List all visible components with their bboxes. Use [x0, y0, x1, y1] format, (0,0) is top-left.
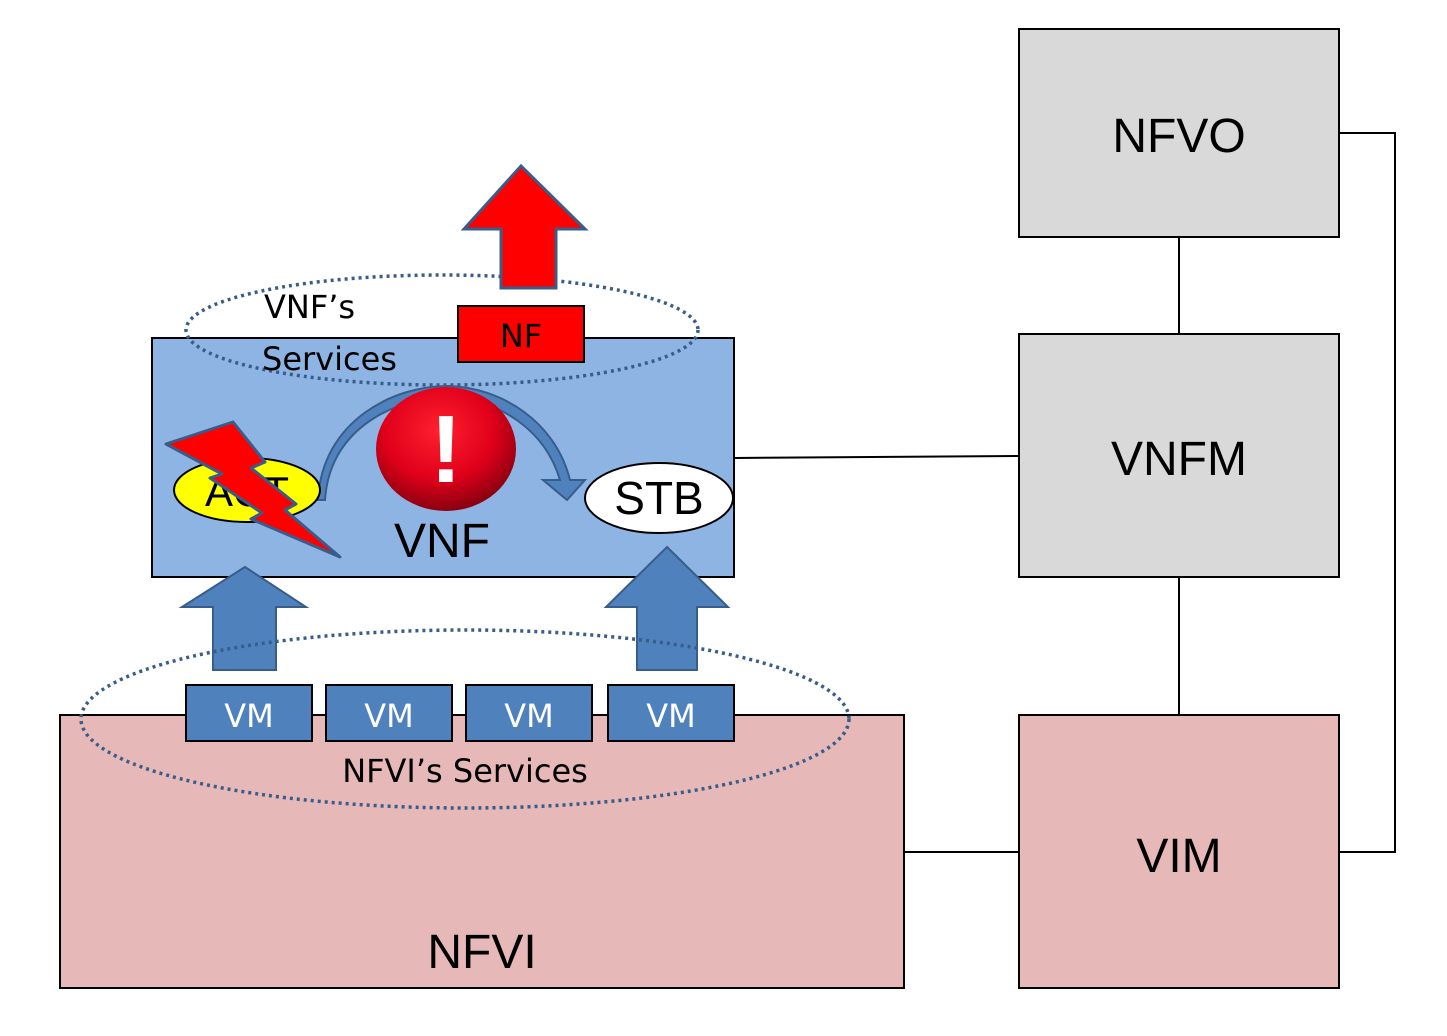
- vm-box[interactable]: [325, 684, 453, 742]
- vnf-services-label-line2: Services: [262, 340, 397, 378]
- vim-label: VIM: [1136, 830, 1221, 883]
- vm-row: VM VM VM VM: [185, 684, 735, 742]
- blue-up-arrow-right-icon: [603, 545, 731, 671]
- alert-icon: !: [376, 387, 516, 511]
- vnf-label: VNF: [394, 515, 490, 568]
- vnf-services-ellipse: [184, 273, 700, 387]
- vm-label: VM: [646, 697, 696, 735]
- nfvo-label: NFVO: [1112, 110, 1245, 163]
- vm-label: VM: [364, 697, 414, 735]
- vnfm-label: VNFM: [1111, 433, 1247, 486]
- nf-label: NF: [500, 317, 542, 355]
- nfvo-box[interactable]: [1018, 28, 1340, 238]
- vm-box[interactable]: [607, 684, 735, 742]
- nfvi-services-label: NFVI’s Services: [342, 752, 588, 790]
- alert-glyph: !: [430, 396, 462, 503]
- connectors: [734, 132, 1396, 853]
- vm-box[interactable]: [465, 684, 593, 742]
- nfvi-services-ellipse: [79, 628, 851, 810]
- vm-label: VM: [504, 697, 554, 735]
- stb-node[interactable]: [584, 462, 734, 534]
- nf-box[interactable]: [457, 305, 585, 363]
- vim-box[interactable]: [1018, 714, 1340, 989]
- stb-label: STB: [614, 472, 703, 524]
- vnf-services-label-line1: VNF’s: [264, 288, 355, 326]
- blue-up-arrow-left-icon: [178, 565, 310, 671]
- connector-nfvo-vim: [1340, 132, 1396, 853]
- vm-box[interactable]: [185, 684, 313, 742]
- lightning-bolt-icon: [164, 420, 342, 559]
- nfvi-label: NFVI: [427, 926, 536, 979]
- connector-vnf-vnfm: [734, 455, 1020, 459]
- vm-label: VM: [224, 697, 274, 735]
- red-up-arrow-icon: [460, 163, 589, 290]
- vnfm-box[interactable]: [1018, 333, 1340, 578]
